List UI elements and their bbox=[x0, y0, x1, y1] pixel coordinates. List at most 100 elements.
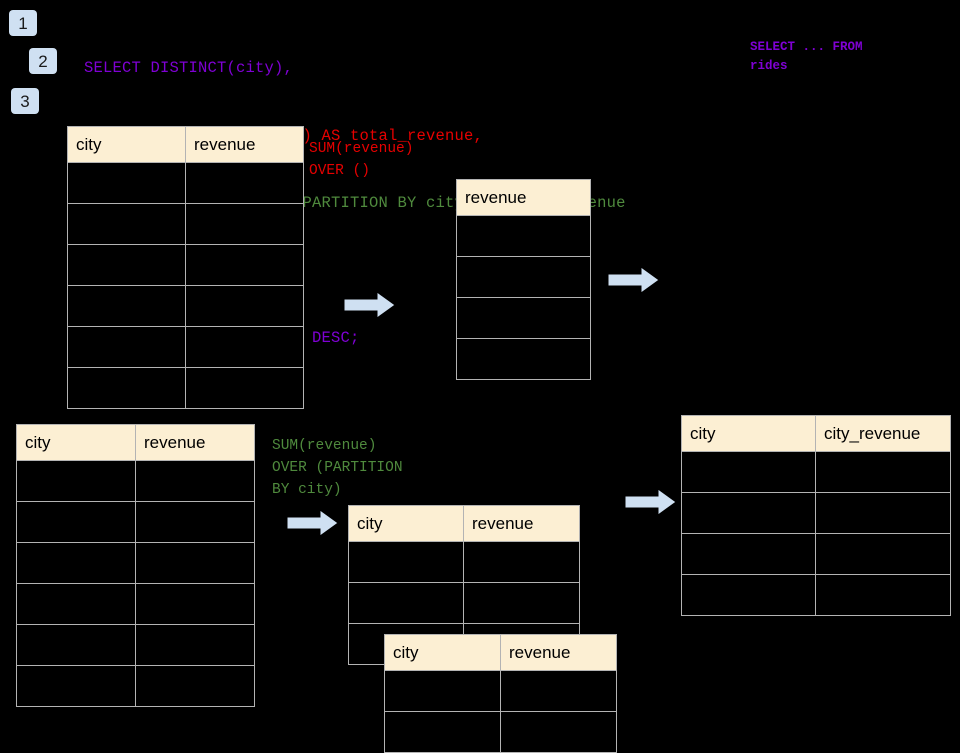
cell-revenue bbox=[135, 542, 255, 584]
cell-city bbox=[348, 582, 464, 624]
table-header-row: city revenue bbox=[384, 634, 617, 671]
column-header-revenue: revenue bbox=[185, 126, 304, 163]
arrow-partition-to-result bbox=[625, 488, 677, 516]
cell-revenue bbox=[456, 338, 591, 380]
cell-revenue bbox=[185, 203, 304, 245]
table-row bbox=[67, 285, 304, 327]
table-row bbox=[67, 203, 304, 245]
table-row bbox=[67, 326, 304, 368]
table-row bbox=[16, 460, 255, 502]
cell-city bbox=[67, 162, 186, 204]
rides-source-table: city revenue bbox=[67, 126, 304, 409]
total-revenue-table: revenue bbox=[456, 179, 591, 380]
sql-line-select: SELECT DISTINCT(city), bbox=[84, 59, 294, 77]
table-row bbox=[67, 162, 304, 204]
cell-revenue bbox=[185, 367, 304, 409]
cell-city bbox=[348, 541, 464, 583]
table-row bbox=[681, 533, 951, 575]
cell-city bbox=[16, 542, 136, 584]
cell-revenue bbox=[135, 583, 255, 625]
cell-city bbox=[67, 285, 186, 327]
partition-group-table-back: city revenue bbox=[348, 505, 580, 665]
table-header-row: city revenue bbox=[16, 424, 255, 461]
step-badge-2: 2 bbox=[29, 48, 57, 74]
table-header-row: city revenue bbox=[67, 126, 304, 163]
cell-revenue bbox=[456, 215, 591, 257]
cell-revenue bbox=[500, 711, 617, 753]
right-arrow-icon bbox=[625, 488, 677, 516]
table-row bbox=[16, 542, 255, 584]
step-badge-1: 1 bbox=[9, 10, 37, 36]
table-header-row: revenue bbox=[456, 179, 591, 216]
cell-revenue bbox=[456, 256, 591, 298]
annotation-sum-over-empty: SUM(revenue) OVER () bbox=[309, 141, 414, 179]
column-header-revenue: revenue bbox=[135, 424, 255, 461]
table-row bbox=[456, 256, 591, 298]
arrow-total-to-result-top bbox=[608, 266, 660, 294]
partition-group-table-front: city revenue bbox=[384, 634, 617, 753]
right-arrow-icon bbox=[344, 291, 396, 319]
column-header-revenue: revenue bbox=[463, 505, 580, 542]
cell-city bbox=[16, 665, 136, 707]
cell-city bbox=[67, 326, 186, 368]
table-body bbox=[681, 451, 951, 616]
table-header-row: city revenue bbox=[348, 505, 580, 542]
cell-revenue bbox=[463, 582, 580, 624]
cell-revenue bbox=[185, 162, 304, 204]
column-header-city: city bbox=[348, 505, 464, 542]
table-row bbox=[384, 670, 617, 712]
column-header-city-revenue: city_revenue bbox=[815, 415, 951, 452]
cell-city bbox=[681, 533, 816, 575]
table-row bbox=[456, 215, 591, 257]
table-row bbox=[681, 574, 951, 616]
cell-city bbox=[384, 711, 501, 753]
table-row bbox=[456, 297, 591, 339]
cell-city bbox=[67, 203, 186, 245]
cell-city bbox=[67, 367, 186, 409]
step-badge-1-label: 1 bbox=[18, 13, 28, 33]
step-badge-3-label: 3 bbox=[20, 91, 30, 111]
column-header-city: city bbox=[384, 634, 501, 671]
cell-revenue bbox=[135, 460, 255, 502]
table-row bbox=[16, 501, 255, 543]
step-badge-2-label: 2 bbox=[38, 51, 48, 71]
cell-revenue bbox=[135, 501, 255, 543]
cell-city bbox=[16, 583, 136, 625]
table-row bbox=[384, 711, 617, 753]
cell-revenue bbox=[135, 624, 255, 666]
annotation-select-from-rides: SELECT ... FROM rides bbox=[750, 40, 863, 73]
table-body bbox=[16, 460, 255, 707]
arrow-source-to-total bbox=[344, 291, 396, 319]
cell-city bbox=[16, 624, 136, 666]
table-body bbox=[67, 162, 304, 409]
column-header-city: city bbox=[67, 126, 186, 163]
cell-revenue bbox=[456, 297, 591, 339]
city-revenue-result-table: city city_revenue bbox=[681, 415, 951, 616]
table-header-row: city city_revenue bbox=[681, 415, 951, 452]
cell-city bbox=[681, 492, 816, 534]
table-row bbox=[67, 244, 304, 286]
right-arrow-icon bbox=[608, 266, 660, 294]
cell-city-revenue bbox=[815, 451, 951, 493]
column-header-city: city bbox=[16, 424, 136, 461]
table-row bbox=[16, 624, 255, 666]
cell-city bbox=[384, 670, 501, 712]
table-row bbox=[348, 541, 580, 583]
rides-source-table-partition: city revenue bbox=[16, 424, 255, 707]
column-header-revenue: revenue bbox=[456, 179, 591, 216]
column-header-revenue: revenue bbox=[500, 634, 617, 671]
cell-city bbox=[16, 501, 136, 543]
cell-revenue bbox=[185, 285, 304, 327]
cell-city-revenue bbox=[815, 533, 951, 575]
table-row bbox=[16, 665, 255, 707]
table-row bbox=[681, 492, 951, 534]
cell-revenue bbox=[463, 541, 580, 583]
cell-city bbox=[681, 451, 816, 493]
cell-revenue bbox=[500, 670, 617, 712]
table-row bbox=[348, 582, 580, 624]
column-header-city: city bbox=[681, 415, 816, 452]
step-badge-3: 3 bbox=[11, 88, 39, 114]
arrow-source-to-partition bbox=[287, 509, 339, 537]
right-arrow-icon bbox=[287, 509, 339, 537]
cell-revenue bbox=[185, 326, 304, 368]
